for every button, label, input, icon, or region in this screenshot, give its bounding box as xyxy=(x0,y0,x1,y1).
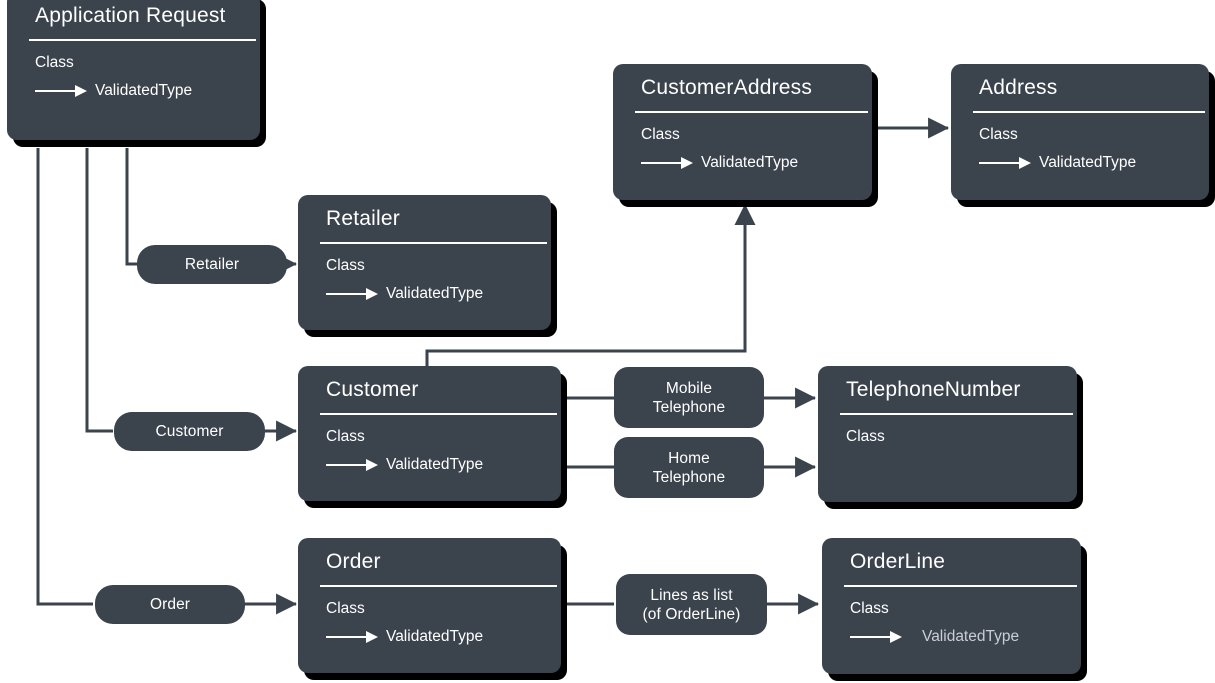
header-divider xyxy=(320,242,547,244)
arrow-right-icon xyxy=(326,459,380,471)
edge-label-text-line1: Home xyxy=(668,449,710,467)
class-box-body: Class ValidatedType xyxy=(613,111,872,172)
arrow-right-icon xyxy=(35,85,89,97)
arrow-right-icon xyxy=(850,631,916,643)
validated-type-row: ValidatedType xyxy=(326,628,561,646)
class-box-telephone-number[interactable]: TelephoneNumber Class xyxy=(818,366,1077,502)
class-box-customer[interactable]: Customer Class ValidatedType xyxy=(298,366,561,501)
edge-label-retailer[interactable]: Retailer xyxy=(137,245,287,284)
edge-label-order[interactable]: Order xyxy=(95,585,245,624)
class-keyword-label: Class xyxy=(641,126,680,143)
edge-label-mobile-telephone[interactable]: Mobile Telephone xyxy=(614,367,764,428)
class-box-body: Class ValidatedType xyxy=(951,111,1209,172)
validated-type-row: ValidatedType xyxy=(979,154,1209,172)
header-divider xyxy=(844,585,1077,587)
class-box-retailer[interactable]: Retailer Class ValidatedType xyxy=(298,195,551,330)
edge-label-text: Order xyxy=(149,596,191,613)
class-box-title: Application Request xyxy=(35,4,226,27)
class-box-application-request[interactable]: Application Request Class ValidatedType xyxy=(7,0,260,140)
arrow-right-icon xyxy=(979,157,1033,169)
class-box-title: Retailer xyxy=(326,207,400,230)
header-divider xyxy=(973,111,1205,113)
validated-type-row: ValidatedType xyxy=(850,628,1081,646)
edge-label-text-line2: (of OrderLine) xyxy=(642,605,741,623)
class-box-title: OrderLine xyxy=(850,550,946,573)
header-divider xyxy=(320,413,557,415)
header-divider xyxy=(320,585,557,587)
class-box-title: Order xyxy=(326,550,381,573)
class-box-order[interactable]: Order Class ValidatedType xyxy=(298,538,561,673)
validated-type-row: ValidatedType xyxy=(641,154,872,172)
arrow-right-icon xyxy=(641,157,695,169)
class-box-body: Class ValidatedType xyxy=(298,413,561,474)
header-divider xyxy=(29,39,256,41)
class-keyword-label: Class xyxy=(846,428,885,445)
validated-type-label: ValidatedType xyxy=(95,82,193,99)
class-keyword-label: Class xyxy=(979,126,1018,143)
edge-label-text: Retailer xyxy=(184,256,240,273)
edge-label-customer[interactable]: Customer xyxy=(114,412,265,451)
edge-label-home-telephone[interactable]: Home Telephone xyxy=(614,437,764,498)
validated-type-row: ValidatedType xyxy=(326,285,551,303)
class-keyword-label: Class xyxy=(326,257,365,274)
edge-label-text-line2: Telephone xyxy=(652,468,726,486)
class-box-body: Class xyxy=(818,413,1077,447)
class-box-body: Class ValidatedType xyxy=(822,585,1081,646)
validated-type-row: ValidatedType xyxy=(326,456,561,474)
edge-appreq-order xyxy=(36,148,93,606)
edge-appreq-customer xyxy=(85,148,113,433)
class-box-body: Class ValidatedType xyxy=(298,585,561,646)
class-box-customer-address[interactable]: CustomerAddress Class ValidatedType xyxy=(613,64,872,200)
arrow-right-icon xyxy=(326,288,380,300)
validated-type-label: ValidatedType xyxy=(922,628,1020,645)
validated-type-row: ValidatedType xyxy=(35,82,260,100)
edge-label-text-line2: Telephone xyxy=(652,398,726,416)
class-keyword-label: Class xyxy=(850,600,889,617)
class-box-title: Address xyxy=(979,76,1058,99)
validated-type-label: ValidatedType xyxy=(386,285,484,302)
class-box-title: Customer xyxy=(326,378,419,401)
arrow-right-icon xyxy=(326,631,380,643)
validated-type-label: ValidatedType xyxy=(701,154,799,171)
class-keyword-label: Class xyxy=(326,600,365,617)
class-box-body: Class ValidatedType xyxy=(7,39,260,100)
class-box-body: Class ValidatedType xyxy=(298,242,551,303)
class-box-title: TelephoneNumber xyxy=(846,378,1021,401)
edge-label-text-line1: Lines as list xyxy=(650,586,733,604)
class-keyword-label: Class xyxy=(35,54,74,71)
edge-label-text-line1: Mobile xyxy=(665,379,713,397)
edge-appreq-retailer xyxy=(125,148,137,266)
edge-label-lines-as-list[interactable]: Lines as list (of OrderLine) xyxy=(616,574,767,635)
class-keyword-label: Class xyxy=(326,428,365,445)
validated-type-label: ValidatedType xyxy=(1039,154,1137,171)
edge-label-text: Customer xyxy=(155,423,224,440)
validated-type-label: ValidatedType xyxy=(386,628,484,645)
header-divider xyxy=(635,111,868,113)
class-box-title: CustomerAddress xyxy=(641,76,813,99)
class-box-address[interactable]: Address Class ValidatedType xyxy=(951,64,1209,200)
header-divider xyxy=(840,413,1073,415)
class-box-order-line[interactable]: OrderLine Class ValidatedType xyxy=(822,538,1081,674)
validated-type-label: ValidatedType xyxy=(386,456,484,473)
